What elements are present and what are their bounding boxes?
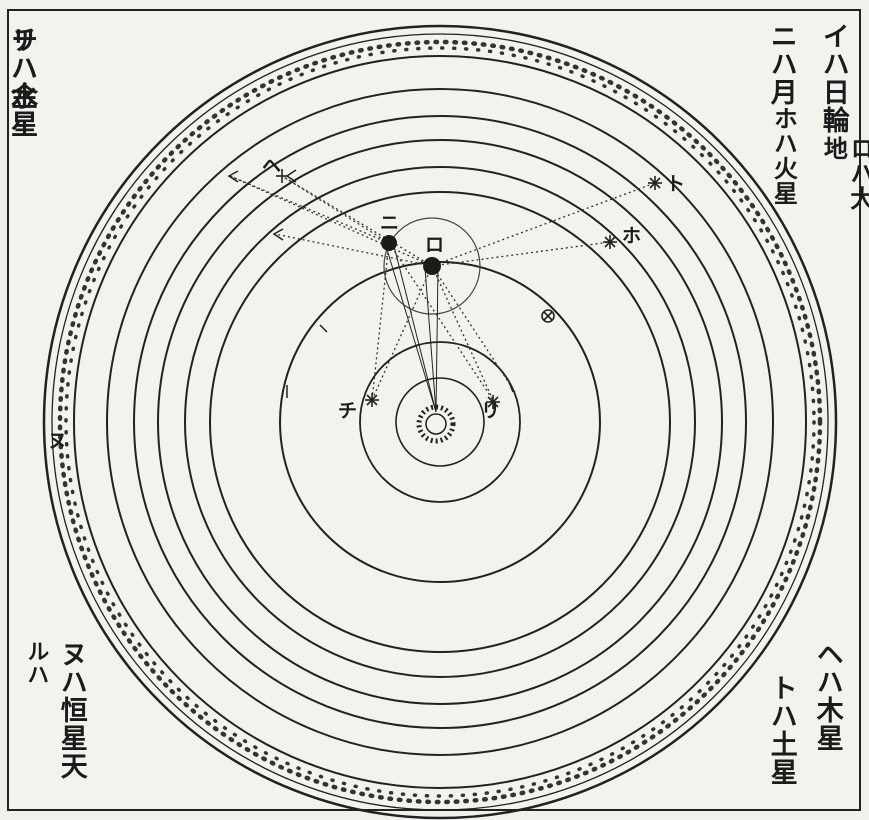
marker-he: ヘ — [262, 155, 281, 177]
marker-ni: ニ — [380, 212, 399, 234]
legend-ru: ルハ — [24, 640, 48, 686]
venus-icon — [365, 393, 379, 407]
marker-ro: ロ — [425, 234, 444, 256]
legend-ni-moon: ニハ月 — [766, 22, 796, 106]
legend-to-saturn: トハ土星 — [766, 674, 796, 786]
marker-ho: ホ — [622, 225, 641, 247]
marker-to: ト — [666, 173, 685, 195]
legend-top-right: イハ日輪 ニハ月 ホハ火星 ロハ大地 — [766, 22, 856, 222]
saturn-icon — [648, 176, 662, 190]
marker-nu: ヌ — [48, 430, 67, 452]
mars-icon — [603, 235, 617, 249]
marker-chi: チ — [338, 400, 357, 422]
earth-icon — [423, 257, 441, 275]
moon-icon — [381, 235, 397, 251]
legend-ho-mars: ホハ火星 — [770, 106, 796, 206]
legend-he-jupiter: ヘハ木星 — [812, 640, 842, 752]
legend-nu-fixed-stars: ヌハ恒星天 — [56, 640, 86, 780]
legend-bottom-right: ヘハ木星 トハ土星 — [760, 640, 850, 800]
marker-ri: リ — [481, 400, 500, 422]
legend-i-sun: イハ日輪 — [818, 22, 848, 134]
legend-chi-venus: チハ金星 — [6, 26, 36, 138]
legend-ro-earth: ロハ大地 — [820, 136, 869, 222]
